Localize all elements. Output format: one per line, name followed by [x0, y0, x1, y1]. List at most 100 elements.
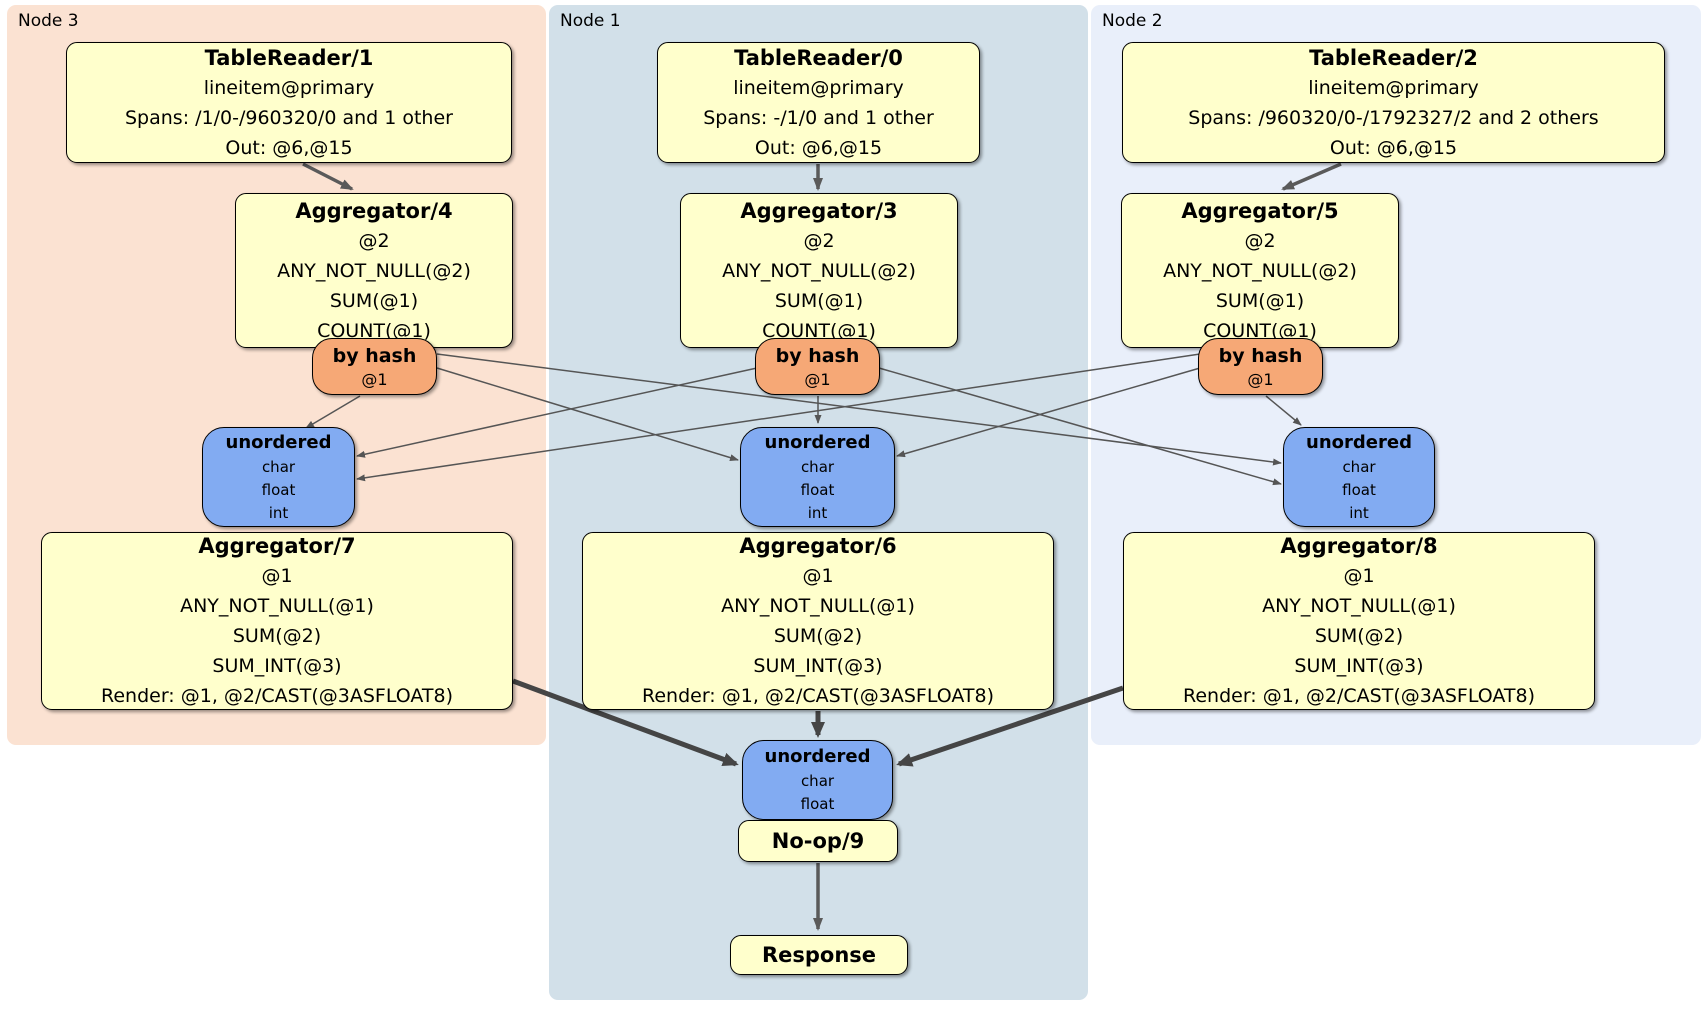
processor-title: TableReader/2	[1309, 45, 1478, 70]
processor-title: Aggregator/4	[295, 198, 453, 223]
processor-detail: SUM(@2)	[1314, 625, 1404, 647]
processor-tablereader-2: TableReader/2 lineitem@primary Spans: /9…	[1122, 42, 1665, 163]
sync-title: unordered	[225, 431, 332, 453]
processor-aggregator-6: Aggregator/6 @1 ANY_NOT_NULL(@1) SUM(@2)…	[582, 532, 1054, 710]
unordered-sync-node2: unordered char float int	[1283, 427, 1435, 527]
processor-title: Aggregator/8	[1280, 534, 1438, 558]
edge-tr2-agg5	[1281, 162, 1342, 191]
processor-detail: SUM(@1)	[1215, 289, 1305, 312]
edge-agg7-sync-final	[512, 678, 739, 767]
processor-title: Aggregator/6	[739, 534, 897, 558]
processor-detail: @1	[1343, 565, 1375, 587]
node-label: Node 2	[1102, 11, 1163, 31]
sync-column-type: int	[807, 503, 828, 522]
processor-title: Aggregator/5	[1181, 198, 1339, 223]
processor-aggregator-3: Aggregator/3 @2 ANY_NOT_NULL(@2) SUM(@1)…	[680, 193, 958, 348]
sync-column-type: float	[1342, 480, 1376, 499]
processor-detail: Out: @6,@15	[1329, 136, 1458, 159]
sync-column-type: char	[800, 457, 835, 476]
sync-column-type: char	[261, 457, 296, 476]
unordered-sync-final: unordered char float	[742, 740, 893, 820]
processor-detail: ANY_NOT_NULL(@2)	[722, 259, 916, 282]
router-key: @1	[361, 369, 388, 389]
edge-router-right-sync-center	[896, 367, 1201, 458]
processor-detail: @2	[803, 229, 835, 252]
processor-detail: SUM_INT(@3)	[212, 655, 342, 677]
sync-title: unordered	[764, 431, 871, 453]
sync-title: unordered	[1306, 431, 1412, 453]
router-title: by hash	[332, 344, 417, 367]
processor-detail: @1	[802, 565, 834, 587]
processor-tablereader-1: TableReader/1 lineitem@primary Spans: /1…	[66, 42, 512, 163]
sync-column-type: char	[800, 772, 835, 790]
processor-detail: ANY_NOT_NULL(@1)	[180, 595, 374, 617]
edge-router-left-sync-left	[305, 395, 361, 429]
processor-title: Response	[761, 943, 877, 967]
processor-detail: SUM(@2)	[773, 625, 863, 647]
processor-detail: SUM(@2)	[232, 625, 322, 647]
processor-aggregator-7: Aggregator/7 @1 ANY_NOT_NULL(@1) SUM(@2)…	[41, 532, 513, 710]
unordered-sync-node3: unordered char float int	[202, 427, 355, 527]
edge-tr1-agg4	[302, 162, 354, 191]
edge-router-right-sync-left	[356, 353, 1201, 482]
processor-aggregator-8: Aggregator/8 @1 ANY_NOT_NULL(@1) SUM(@2)…	[1123, 532, 1595, 710]
processor-detail: COUNT(@1)	[762, 319, 876, 342]
processor-detail: @2	[1244, 229, 1276, 252]
sync-column-type: float	[261, 480, 296, 499]
processor-detail: SUM_INT(@3)	[1294, 655, 1424, 677]
processor-tablereader-0: TableReader/0 lineitem@primary Spans: -/…	[657, 42, 980, 163]
sync-column-type: int	[1349, 503, 1369, 522]
router-title: by hash	[1218, 344, 1303, 367]
hash-router-node2: by hash @1	[1198, 338, 1323, 395]
processor-detail: COUNT(@1)	[1203, 319, 1317, 342]
processor-detail: COUNT(@1)	[317, 319, 431, 342]
processor-detail: SUM(@1)	[329, 289, 419, 312]
processor-detail: lineitem@primary	[733, 76, 904, 99]
hash-router-node1: by hash @1	[755, 338, 880, 395]
processor-detail: Render: @1, @2/CAST(@3ASFLOAT8)	[642, 685, 994, 707]
sync-column-type: char	[1342, 457, 1376, 476]
processor-aggregator-4: Aggregator/4 @2 ANY_NOT_NULL(@2) SUM(@1)…	[235, 193, 513, 348]
sync-column-type: float	[800, 480, 835, 499]
router-key: @1	[1247, 369, 1274, 389]
processor-detail: SUM_INT(@3)	[753, 655, 883, 677]
router-title: by hash	[775, 344, 860, 367]
edge-agg8-sync-final	[896, 685, 1124, 767]
edge-router-right-sync-right	[1265, 395, 1302, 426]
unordered-sync-node1: unordered char float int	[740, 427, 895, 527]
router-key: @1	[804, 369, 831, 389]
processor-aggregator-5: Aggregator/5 @2 ANY_NOT_NULL(@2) SUM(@1)…	[1121, 193, 1399, 348]
processor-title: Aggregator/7	[198, 534, 356, 558]
processor-detail: Spans: -/1/0 and 1 other	[703, 106, 934, 129]
processor-response: Response	[730, 935, 908, 975]
sync-column-type: float	[800, 795, 835, 813]
processor-detail: Out: @6,@15	[754, 136, 883, 159]
processor-detail: Out: @6,@15	[225, 136, 353, 159]
processor-detail: ANY_NOT_NULL(@1)	[721, 595, 915, 617]
processor-detail: SUM(@1)	[774, 289, 864, 312]
edge-router-left-sync-right	[436, 353, 1282, 466]
sync-column-type: int	[268, 503, 289, 522]
processor-title: TableReader/0	[734, 45, 903, 70]
processor-title: TableReader/1	[204, 45, 374, 70]
processor-detail: lineitem@primary	[1308, 76, 1479, 99]
processor-detail: Spans: /1/0-/960320/0 and 1 other	[125, 106, 453, 129]
processor-noop-9: No-op/9	[738, 820, 898, 862]
processor-title: No-op/9	[771, 829, 865, 853]
node-label: Node 1	[560, 11, 621, 31]
processor-detail: ANY_NOT_NULL(@2)	[277, 259, 471, 282]
processor-detail: Spans: /960320/0-/1792327/2 and 2 others	[1188, 106, 1599, 129]
edge-router-center-sync-left	[356, 367, 758, 458]
node-label: Node 3	[18, 11, 79, 31]
sync-title: unordered	[764, 746, 871, 767]
processor-detail: ANY_NOT_NULL(@1)	[1262, 595, 1456, 617]
processor-detail: Render: @1, @2/CAST(@3ASFLOAT8)	[101, 685, 453, 707]
processor-detail: lineitem@primary	[203, 76, 375, 99]
processor-detail: Render: @1, @2/CAST(@3ASFLOAT8)	[1183, 685, 1535, 707]
processor-detail: @1	[261, 565, 293, 587]
processor-detail: @2	[358, 229, 390, 252]
hash-router-node3: by hash @1	[312, 338, 437, 395]
edge-router-center-sync-right	[878, 367, 1282, 486]
